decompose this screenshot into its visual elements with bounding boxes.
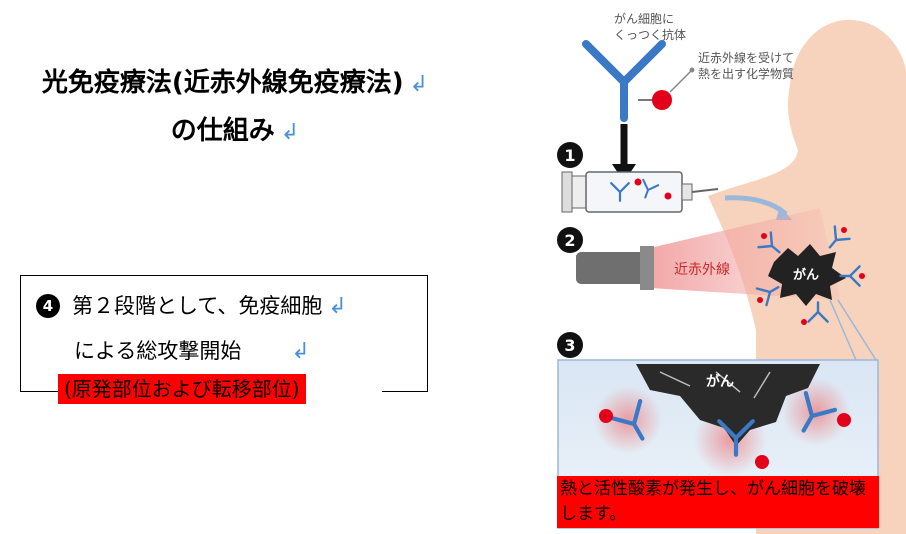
page-title-line1: 光免疫療法(近赤外線免疫療法)↲ (0, 66, 470, 102)
step-line-1: 4 第２段階として、免疫細胞↲ (36, 292, 347, 321)
mechanism-diagram: がん細胞に くっつく抗体 近赤外線を受けて 熱を出す化学物質 1 2 3 (557, 11, 906, 534)
step-text-1: 第２段階として、免疫細胞 (72, 294, 323, 318)
syringe-icon (561, 171, 719, 213)
return-icon: ↲ (280, 120, 300, 145)
label-chemical-2: 熱を出す化学物質 (698, 66, 794, 81)
step-badge-1: 1 (557, 142, 583, 168)
flashlight-icon (576, 246, 654, 290)
page-title-line2: の仕組み↲ (0, 114, 470, 150)
label-antibody-1: がん細胞に (614, 11, 674, 26)
antibody-icon (582, 40, 672, 122)
step-badge-3: 3 (557, 332, 583, 358)
step-line-2: による総攻撃開始 ↲ (74, 337, 310, 366)
chemical-dot (652, 90, 672, 110)
label-nir: 近赤外線 (674, 262, 730, 278)
label-cancer-zoom: がん (706, 373, 734, 390)
diagram-caption: 熱と活性酸素が発生し、がん細胞を破壊します。 (557, 476, 879, 528)
step-text-2: による総攻撃開始 (74, 339, 242, 363)
cancer-cell-icon: がん (768, 244, 846, 306)
step-badge-2: 2 (557, 227, 583, 253)
step-highlight: (原発部位および転移部位) (58, 374, 306, 404)
label-cancer: がん (793, 267, 819, 283)
svg-text:3: 3 (564, 336, 575, 355)
svg-text:1: 1 (564, 146, 575, 165)
svg-text:2: 2 (564, 231, 575, 250)
step-number-bullet: 4 (36, 294, 60, 318)
title-text-2: の仕組み (170, 116, 275, 146)
cancer-cell-zoom: がん (636, 364, 820, 446)
return-icon: ↲ (328, 294, 347, 319)
title-text-1: 光免疫療法(近赤外線免疫療法) (41, 68, 404, 98)
return-icon: ↲ (291, 339, 310, 364)
return-icon: ↲ (409, 72, 429, 97)
label-antibody-2: くっつく抗体 (614, 27, 686, 42)
label-chemical-1: 近赤外線を受けて (698, 50, 794, 65)
